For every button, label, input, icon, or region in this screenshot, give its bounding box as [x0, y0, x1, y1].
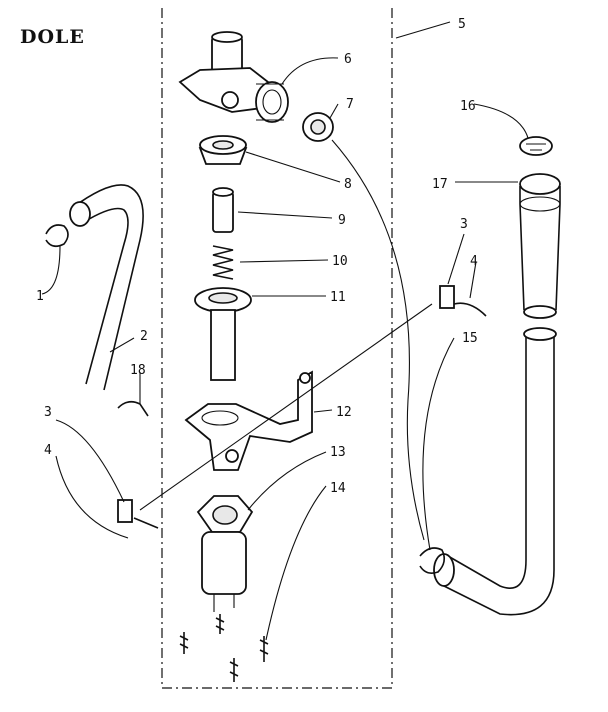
fill-path	[331, 139, 425, 541]
callout-7: 7	[346, 97, 354, 112]
left-bracket	[117, 499, 159, 529]
callout-16: 16	[460, 99, 476, 114]
callout-4-right: 4	[470, 254, 478, 269]
vent-cap	[519, 136, 553, 156]
callout-13: 13	[330, 445, 346, 460]
plunger	[212, 187, 234, 233]
callout-4-left: 4	[44, 443, 52, 458]
diagram-title: DOLE	[20, 26, 85, 48]
leader-lines	[41, 21, 529, 641]
callout-11: 11	[330, 290, 346, 305]
callout-2: 2	[140, 329, 148, 344]
hose-clamp-right	[419, 547, 446, 574]
callout-9: 9	[338, 213, 346, 228]
diaphragm	[194, 287, 252, 381]
callout-10: 10	[332, 254, 348, 269]
mounting-bracket	[184, 370, 313, 471]
callout-3-left: 3	[44, 405, 52, 420]
fill-tube	[519, 173, 561, 319]
callout-18: 18	[130, 363, 146, 378]
inlet-hose	[69, 184, 144, 391]
callout-15: 15	[462, 331, 478, 346]
callout-14: 14	[330, 481, 346, 496]
callout-17: 17	[432, 177, 448, 192]
callout-5: 5	[458, 17, 466, 32]
spring	[212, 245, 234, 280]
valve-cap	[198, 135, 248, 165]
right-bracket	[439, 285, 487, 317]
solenoid-coil	[196, 495, 254, 612]
callout-3-right: 3	[460, 217, 468, 232]
screws	[179, 614, 269, 682]
clip	[117, 400, 149, 417]
fill-hose	[433, 327, 557, 616]
callout-6: 6	[344, 52, 352, 67]
grommet	[302, 112, 334, 142]
callout-8: 8	[344, 177, 352, 192]
assembly-frame	[161, 8, 393, 689]
inlet-body	[178, 31, 289, 123]
callout-1: 1	[36, 289, 44, 304]
hose-clamp	[45, 224, 69, 248]
callout-12: 12	[336, 405, 352, 420]
